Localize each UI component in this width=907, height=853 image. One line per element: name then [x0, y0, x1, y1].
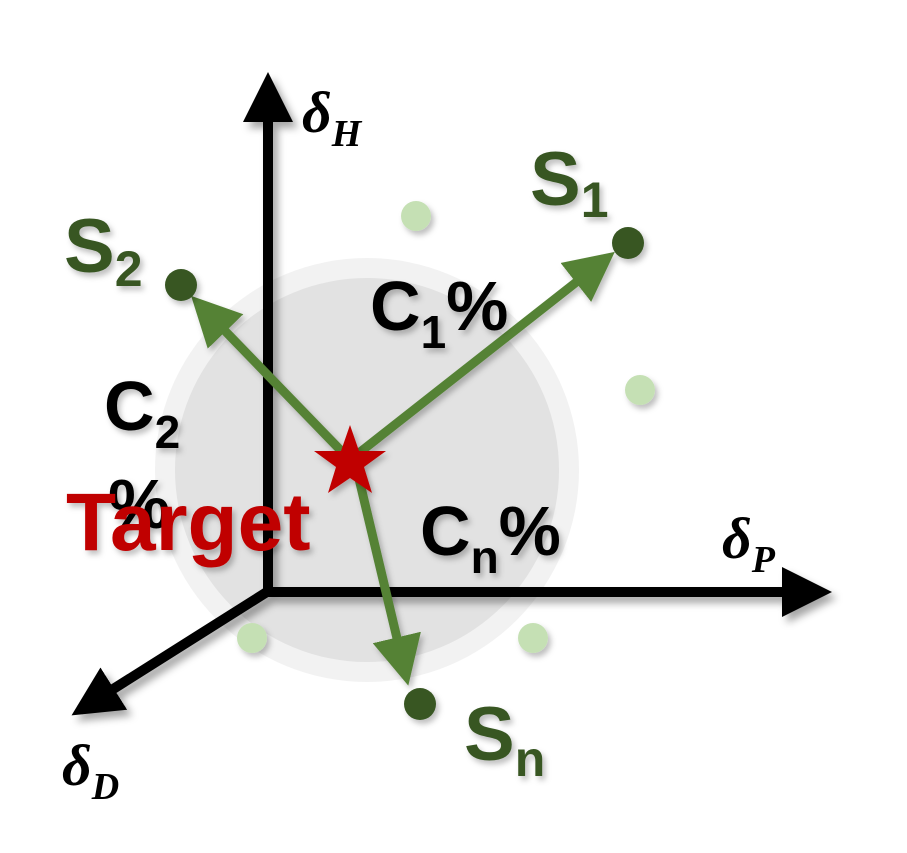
candidate-dots [237, 201, 655, 653]
candidate-dot [518, 623, 548, 653]
solvent-dots [165, 227, 644, 720]
axis-d-line [71, 585, 273, 716]
vector-sn [350, 460, 421, 686]
candidate-dot [237, 623, 267, 653]
contribution-label-c2-suffix: % [108, 465, 170, 543]
solvent-dot-s2 [165, 269, 197, 301]
candidate-dot [401, 201, 431, 231]
solvent-vectors [191, 251, 615, 686]
solvent-dot-sn [404, 688, 436, 720]
contribution-label-c2: C2 [104, 367, 180, 458]
star-icon [314, 425, 386, 493]
solvent-label-s2: S2 [64, 204, 143, 297]
solvent-label-sn: Sn [464, 692, 545, 787]
candidate-dot [625, 375, 655, 405]
axis-d-label: δD [62, 733, 119, 808]
axes [71, 72, 832, 716]
vector-s1 [347, 251, 615, 464]
axis-p-label: δP [722, 506, 776, 581]
solvent-label-s1: S1 [530, 137, 609, 228]
axis-h-label: δH [302, 80, 363, 155]
solvent-dot-s1 [612, 227, 644, 259]
contribution-label-cn: Cn% [420, 492, 561, 583]
contribution-label-c1: C1% [370, 267, 508, 358]
target-label: Target [66, 477, 311, 568]
vector-s2 [191, 295, 354, 464]
